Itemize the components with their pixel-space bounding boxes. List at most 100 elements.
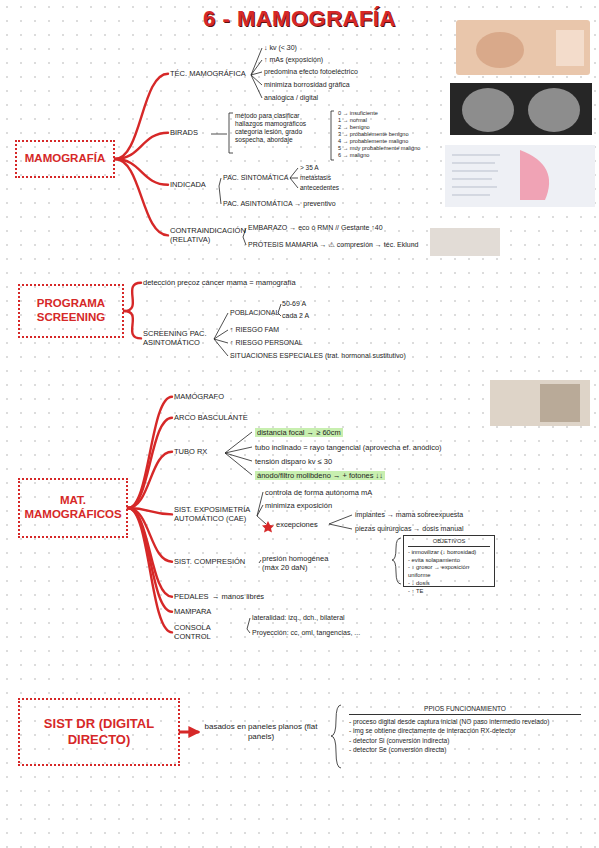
main-topic-box: SIST DR (DIGITAL DIRECTO) <box>18 698 180 766</box>
main-topic-box: MAT. MAMOGRÁFICOS <box>18 478 128 538</box>
breast-photo <box>456 20 590 75</box>
branch-text: SCREENING PAC. ASINTOMÁTICO <box>143 329 213 348</box>
node-item: - proceso digital desde captura inicial … <box>349 717 581 727</box>
note-text: PAC. ASINTOMÁTICA → preventivo <box>223 200 336 208</box>
node-title: SIST DR (DIGITAL DIRECTO) <box>26 716 172 747</box>
branch-text: SIST. EXPOSIMETRÍA AUTOMÁTICO (CAE) <box>174 505 256 524</box>
node-title: SIST. EXPOSIMETRÍA AUTOMÁTICO (CAE) <box>174 505 256 524</box>
note-text: 2 → benigno <box>338 124 370 131</box>
note-text: 1 → normal <box>338 117 367 124</box>
note-text: analógica / digital <box>264 94 318 102</box>
branch-text: BIRADS <box>170 128 210 137</box>
note-text: ↓ kv (< 30) <box>264 44 297 52</box>
note-text: 0 → insuficiente <box>338 110 378 117</box>
breast-photo-inset <box>556 30 584 66</box>
note-text: 4 → probablemente maligno <box>338 138 408 145</box>
node-title: INDICADA <box>170 180 218 189</box>
node-title: PROGRAMA SCREENING <box>26 297 116 325</box>
note-text: excepciones <box>276 520 318 529</box>
note-text: minimiza borrosidad gráfica <box>264 81 350 89</box>
branch-connector <box>115 74 168 159</box>
node-item: - img se obtiene directamente de interac… <box>349 726 581 736</box>
note-text: ↑ RIESGO PERSONAL <box>230 339 303 347</box>
note-text: tensión disparo kv ≤ 30 <box>255 457 332 466</box>
node-title: ARCO BASCULANTE <box>174 413 264 422</box>
branch-connector <box>124 283 141 311</box>
note-text: lateralidad: izq., dch., bilateral <box>252 614 345 622</box>
mammogram-right <box>528 88 580 132</box>
note-text: antecedentes <box>300 184 339 192</box>
objectives-box: OBJETIVOS - inmovilizar (↓ borrosidad)- e… <box>403 535 495 587</box>
node-title: PPIOS FUNCIONAMIENTO <box>349 704 581 715</box>
branch-connector <box>128 452 172 508</box>
note-text: > 35 A <box>300 164 319 172</box>
branch-connector <box>128 508 172 632</box>
branch-text: MAMPARA <box>174 607 224 616</box>
branch-text: INDICADA <box>170 180 218 189</box>
node-title: CONTRAINDICACIÓN (RELATIVA) <box>170 226 242 245</box>
note-text: 5 → muy probablemente maligno <box>338 145 420 152</box>
node-title: PEDALES <box>174 592 210 601</box>
note-text: distancia focal → ≥ 60cm <box>255 428 343 437</box>
note-text: piezas quirúrgicas → dosis manual <box>355 525 464 533</box>
note-text: → manos libres <box>212 592 264 601</box>
node-title: BIRADS <box>170 128 210 137</box>
main-topic-box: MAMOGRAFÍA <box>15 140 115 178</box>
note-text: ánodo/filtro molibdeno → + fotones ↓↓ <box>255 471 385 480</box>
branch-connector <box>124 311 141 338</box>
note-text: método para clasificar hallazgos mamográ… <box>235 112 327 144</box>
note-text: metástasis <box>300 174 331 182</box>
star-symbol <box>262 521 274 533</box>
node-item: - ↓ dosis <box>408 580 490 588</box>
anatomy-legend <box>452 155 500 195</box>
branch-connector <box>128 508 172 612</box>
node-item: - ↓ grosor → exposición uniforme <box>408 564 490 580</box>
note-text: tubo inclinado = rayo tangencial (aprove… <box>255 443 442 452</box>
main-topic-box: PROGRAMA SCREENING <box>18 284 124 338</box>
page-title: 6 - MAMOGRAFÍA <box>0 6 599 32</box>
note-text: PRÓTESIS MAMARIA → ⚠ compresión → téc. E… <box>248 241 418 249</box>
note-text: Proyección: cc, oml, tangencias, ... <box>252 629 360 637</box>
mammogram-left <box>462 88 514 132</box>
branch-text: TUBO RX <box>174 447 224 456</box>
eklund-photo <box>430 228 500 256</box>
branch-text: MAMÓGRAFO <box>174 392 254 401</box>
branch-text: PEDALES <box>174 592 210 601</box>
principles-box: PPIOS FUNCIONAMIENTO - proceso digital de… <box>345 703 585 756</box>
branch-text: CONTRAINDICACIÓN (RELATIVA) <box>170 226 242 245</box>
node-item: - inmovilizar (↓ borrosidad) <box>408 549 490 557</box>
note-text: presión homogénea (máx 20 daN) <box>262 554 346 572</box>
anatomy-figure <box>445 145 595 207</box>
branch-text: ARCO BASCULANTE <box>174 413 264 422</box>
branch-text: detección precoz cáncer mama = mamografí… <box>143 278 343 287</box>
node-title: CONSOLA CONTROL <box>174 623 246 642</box>
note-text: predomina efecto fotoeléctrico <box>264 68 358 76</box>
node-title: TUBO RX <box>174 447 224 456</box>
node-title: MAT. MAMOGRÁFICOS <box>24 494 121 522</box>
branch-text: TÉC. MAMOGRÁFICA <box>170 69 250 78</box>
node-title: SIST. COMPRESIÓN <box>174 557 258 566</box>
note-text: PAC. SINTOMÁTICA <box>223 174 288 182</box>
branch-text: CONSOLA CONTROL <box>174 623 246 642</box>
note-text: 3 → probablemente benigno <box>338 131 409 138</box>
branch-connector <box>115 133 168 159</box>
anatomy-shape <box>520 150 549 200</box>
note-text: ↑ mAs (exposición) <box>264 56 323 64</box>
mammograph-photo-unit <box>540 384 580 422</box>
node-title: SCREENING PAC. ASINTOMÁTICO <box>143 329 213 348</box>
leader-lines <box>211 48 401 768</box>
branch-connector <box>180 731 198 734</box>
branch-text: SIST. COMPRESIÓN <box>174 557 258 566</box>
node-title: MAMÓGRAFO <box>174 392 254 401</box>
note-text: ↑ RIESGO FAM <box>230 326 279 334</box>
node-item: - ↑ TE <box>408 588 490 596</box>
branch-connector <box>128 418 172 508</box>
branch-connector <box>115 159 168 235</box>
branch-connector <box>128 508 172 597</box>
node-item: - detector Si (conversión indirecta) <box>349 736 581 746</box>
note-text: EMBARAZO → eco ó RMN // Gestante ↑40 <box>248 224 383 232</box>
node-item: - evita solapamiento <box>408 557 490 565</box>
node-title: OBJETIVOS <box>408 538 490 547</box>
node-item: - detector Se (conversión directa) <box>349 745 581 755</box>
